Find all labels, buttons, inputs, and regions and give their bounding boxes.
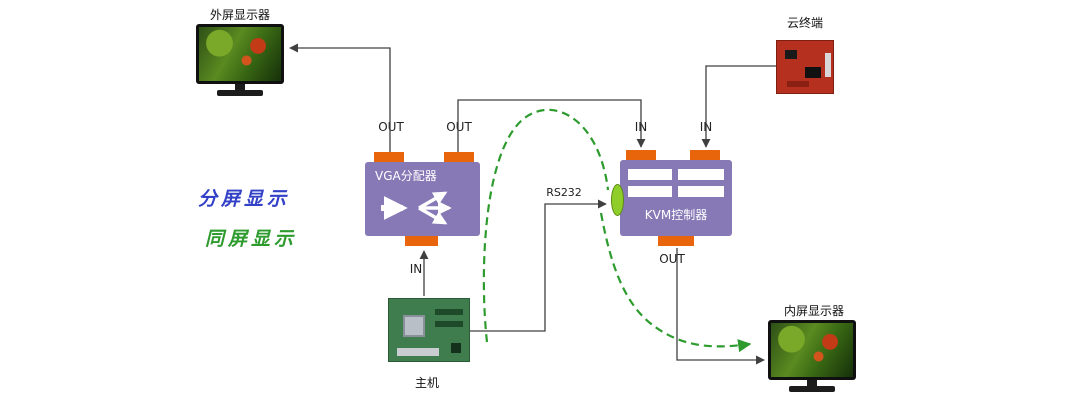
chip <box>451 343 461 353</box>
vga-splitter: VGA分配器 <box>365 152 480 246</box>
vga-in-port <box>405 236 438 246</box>
chip <box>805 67 821 78</box>
edge-connector <box>825 53 831 77</box>
cpu-socket <box>403 315 425 337</box>
memory-slot <box>435 309 463 315</box>
monitor-neck <box>807 380 817 386</box>
monitor-frame <box>768 320 856 380</box>
wire-kvm-out-to-internal-monitor <box>676 248 765 365</box>
kvm-in-right-label: IN <box>699 120 713 134</box>
io-ports <box>397 348 439 356</box>
host-label: 主机 <box>414 376 439 390</box>
wire-vga-out-to-kvm-in <box>457 99 646 152</box>
vga-out-right-label: OUT <box>446 120 472 134</box>
kvm-out-label: OUT <box>659 252 685 266</box>
wire-cloud-terminal-to-kvm-in <box>701 65 776 148</box>
monitor-base <box>217 90 263 96</box>
vga-in-label: IN <box>409 262 423 276</box>
wire-host-rs232-to-kvm <box>470 199 607 332</box>
rs232-label: RS232 <box>546 186 582 199</box>
wire-vga-out-to-external-monitor <box>289 43 391 152</box>
vga-out-port-right <box>444 152 474 162</box>
kvm-slot-bar <box>678 186 724 197</box>
host-board <box>388 298 470 362</box>
monitor-base <box>789 386 835 392</box>
cloud-terminal-board <box>776 40 834 94</box>
kvm-in-left-label: IN <box>634 120 648 134</box>
kvm-slot-bar <box>628 186 672 197</box>
internal-monitor <box>768 320 856 392</box>
vga-out-left-label: OUT <box>378 120 404 134</box>
kvm-controller-label: KVM控制器 <box>644 208 708 222</box>
vga-out-port-left <box>374 152 404 162</box>
split-screen-legend: 分屏显示 <box>198 188 291 210</box>
kvm-in-port-right <box>690 150 720 160</box>
solder-pad <box>787 81 809 87</box>
cloud-terminal-label: 云终端 <box>786 16 823 30</box>
monitor-screen-image <box>199 27 281 81</box>
same-screen-legend: 同屏显示 <box>205 228 298 250</box>
monitor-neck <box>235 84 245 90</box>
chip <box>785 50 797 59</box>
memory-slot <box>435 321 463 327</box>
same-screen-flow-curve-up <box>482 108 610 343</box>
kvm-controller: KVM控制器 <box>611 150 732 246</box>
rs232-port <box>611 184 624 216</box>
external-monitor-label: 外屏显示器 <box>209 8 270 22</box>
monitor-screen-image <box>771 323 853 377</box>
internal-monitor-label: 内屏显示器 <box>783 304 844 318</box>
monitor-frame <box>196 24 284 84</box>
split-arrows-icon <box>381 191 452 225</box>
vga-splitter-label: VGA分配器 <box>375 169 437 183</box>
external-monitor <box>196 24 284 96</box>
kvm-slot-bar <box>678 169 724 180</box>
kvm-out-port <box>658 236 694 246</box>
kvm-in-port-left <box>626 150 656 160</box>
kvm-slot-bar <box>628 169 672 180</box>
